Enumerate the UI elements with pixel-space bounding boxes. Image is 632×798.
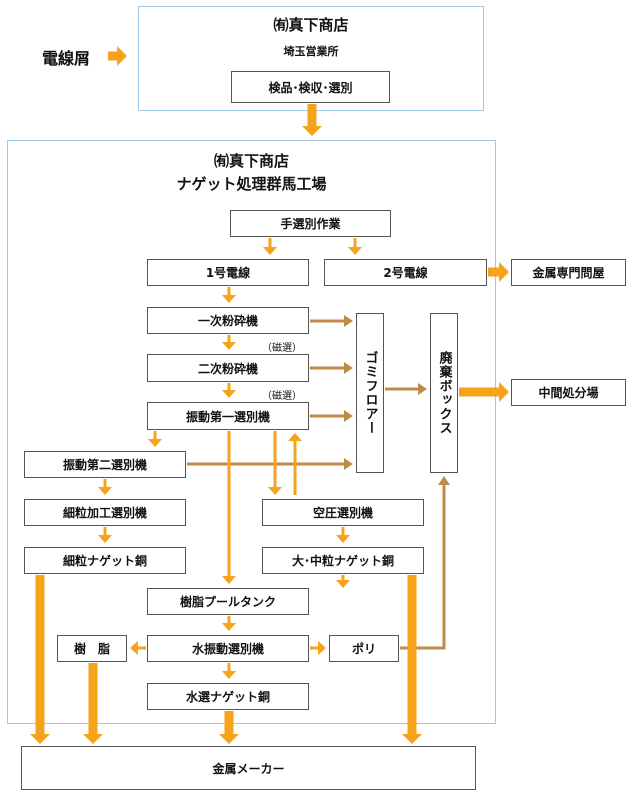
fine-nugget-copper-box: 細粒ナゲット銅 bbox=[24, 547, 186, 574]
poly-box: ポリ bbox=[329, 635, 399, 662]
vibration-sorter1-box: 振動第一選別機 bbox=[147, 402, 309, 430]
air-to-vib1-arrow bbox=[288, 433, 302, 495]
primary-crusher-box: 一次粉砕機 bbox=[147, 307, 309, 334]
gunma-factory-name: ナゲット処理群馬工場 bbox=[176, 175, 327, 193]
water-nugget-copper-box: 水選ナゲット銅 bbox=[147, 683, 309, 710]
fine-to-nugget-arrow bbox=[98, 527, 112, 543]
water-to-nugget-arrow bbox=[222, 663, 236, 679]
input-arrow bbox=[108, 46, 127, 66]
crusher1-to-crusher2-arrow bbox=[222, 335, 236, 350]
saitama-to-gunma-arrow bbox=[302, 104, 322, 136]
input-label: 電線屑 bbox=[42, 49, 91, 68]
magnet-note-2: （磁選） bbox=[262, 391, 302, 402]
wire2-to-dealer-arrow bbox=[488, 262, 509, 282]
manual-to-wire1-arrow bbox=[263, 238, 277, 255]
large-nugget-copper-box: 大･中粒ナゲット銅 bbox=[262, 547, 424, 574]
water-nugget-to-maker-arrow bbox=[219, 711, 239, 744]
vib1-to-tank-arrow bbox=[222, 431, 236, 584]
water-to-resin-arrow bbox=[130, 641, 146, 655]
gomi-to-waste-arrow bbox=[385, 383, 427, 395]
fine-nugget-to-maker-arrow bbox=[30, 575, 50, 744]
inspection-box: 検品･検収･選別 bbox=[231, 71, 390, 103]
vibration-sorter2-box: 振動第二選別機 bbox=[24, 451, 186, 478]
saitama-branch-name: 埼玉営業所 bbox=[283, 45, 339, 58]
large-nugget-to-maker-arrow bbox=[402, 575, 422, 744]
crusher2-to-vib1-arrow bbox=[222, 383, 236, 398]
wire1-box: 1号電線 bbox=[147, 259, 309, 286]
air-sorter-box: 空圧選別機 bbox=[262, 499, 424, 526]
secondary-crusher-box: 二次粉砕機 bbox=[147, 354, 309, 382]
vib1-to-gomi-arrow bbox=[310, 410, 353, 422]
resin-to-maker-arrow bbox=[83, 663, 103, 744]
waste-to-disposal-arrow bbox=[459, 382, 509, 402]
magnet-note-1: （磁選） bbox=[262, 343, 302, 354]
vib2-to-gomi-arrow bbox=[187, 458, 353, 470]
gunma-factory-frame bbox=[7, 140, 496, 724]
crusher1-to-gomi-arrow bbox=[310, 315, 353, 327]
water-vibration-sorter-box: 水振動選別機 bbox=[147, 635, 309, 662]
fine-grain-sorter-box: 細粒加工選別機 bbox=[24, 499, 186, 526]
crusher2-to-gomi-arrow bbox=[310, 362, 353, 374]
resin-pool-tank-box: 樹脂プールタンク bbox=[147, 588, 309, 615]
vib1-to-vib2-arrow bbox=[148, 431, 162, 447]
intermediate-disposal-box: 中間処分場 bbox=[511, 379, 626, 406]
saitama-company-name: ㈲真下商店 bbox=[273, 16, 349, 34]
wire2-box: 2号電線 bbox=[324, 259, 487, 286]
resin-box: 樹 脂 bbox=[57, 635, 127, 662]
air-to-large-arrow bbox=[336, 527, 350, 543]
vib1-to-air-arrow bbox=[268, 431, 282, 495]
garbage-floor-box: ゴミフロアー bbox=[356, 313, 384, 473]
manual-sort-box: 手選別作業 bbox=[230, 210, 391, 237]
manual-to-wire2-arrow bbox=[348, 238, 362, 255]
large-to-below-arrow bbox=[336, 575, 350, 588]
wire1-to-crusher1-arrow bbox=[222, 287, 236, 303]
gunma-company-name: ㈲真下商店 bbox=[213, 152, 289, 170]
vib2-to-fine-arrow bbox=[98, 479, 112, 495]
metal-dealer-box: 金属専門問屋 bbox=[511, 259, 626, 286]
tank-to-water-arrow bbox=[222, 616, 236, 631]
metal-maker-box: 金属メーカー bbox=[21, 746, 476, 790]
waste-box: 廃棄ボックス bbox=[430, 313, 458, 473]
water-to-poly-arrow bbox=[310, 641, 326, 655]
